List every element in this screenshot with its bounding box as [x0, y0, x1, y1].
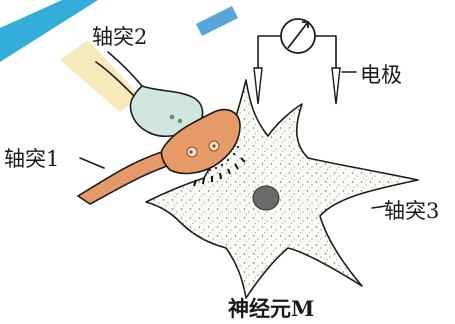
cleft-dot [227, 159, 229, 161]
cleft-dot [237, 146, 239, 148]
axon-2-vesicle-a [170, 115, 175, 120]
cleft-dot [221, 164, 223, 166]
cleft-dot [209, 169, 211, 171]
label-electrode: 电极 [360, 63, 402, 87]
electrode-left-probe [254, 68, 262, 104]
nucleus [253, 186, 279, 210]
axon-2-vesicle-b [178, 119, 182, 123]
axon-1-vesicle-d [212, 144, 215, 147]
label-axon3: 轴突3 [384, 199, 439, 223]
label-axon1: 轴突1 [4, 147, 59, 171]
accent-shape-yellow [60, 40, 140, 112]
axon-1-vesicle-c [189, 150, 192, 153]
cleft-dot [215, 167, 217, 169]
electrode-right-probe [332, 68, 340, 104]
cleft-dot [233, 153, 235, 155]
axon1-leader [80, 158, 104, 168]
electrode-assembly [254, 19, 356, 104]
accent-shape-top [196, 6, 238, 36]
label-neuron: 神经元M [228, 296, 314, 321]
label-axon2: 轴突2 [92, 25, 147, 49]
